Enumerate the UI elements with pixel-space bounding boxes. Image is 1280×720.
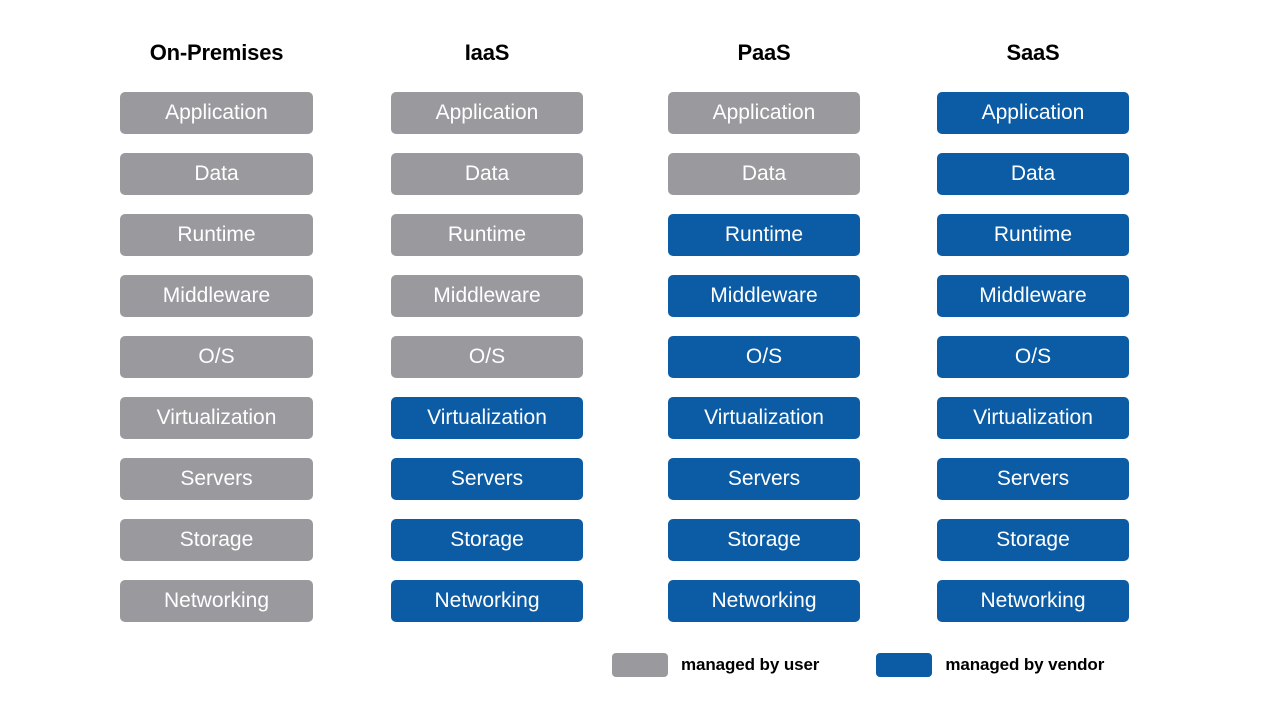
layer-box-virtualization[interactable]: Virtualization	[120, 397, 313, 439]
column-header: PaaS	[737, 40, 791, 65]
legend-item-vendor: managed by vendor	[876, 653, 1104, 677]
layer-box-data[interactable]: Data	[668, 153, 860, 195]
layer-box-virtualization[interactable]: Virtualization	[668, 397, 860, 439]
layer-box-o-s[interactable]: O/S	[391, 336, 583, 378]
column-header: IaaS	[464, 40, 510, 65]
layer-box-runtime[interactable]: Runtime	[668, 214, 860, 256]
layer-box-runtime[interactable]: Runtime	[120, 214, 313, 256]
layer-box-runtime[interactable]: Runtime	[391, 214, 583, 256]
layer-box-data[interactable]: Data	[120, 153, 313, 195]
layer-box-application[interactable]: Application	[120, 92, 313, 134]
layer-box-storage[interactable]: Storage	[120, 519, 313, 561]
legend-label: managed by user	[681, 655, 820, 674]
layer-box-virtualization[interactable]: Virtualization	[391, 397, 583, 439]
layer-box-o-s[interactable]: O/S	[668, 336, 860, 378]
layer-box-networking[interactable]: Networking	[668, 580, 860, 622]
layer-box-servers[interactable]: Servers	[937, 458, 1129, 500]
layer-box-networking[interactable]: Networking	[391, 580, 583, 622]
column-header: SaaS	[1006, 40, 1060, 65]
layer-box-data[interactable]: Data	[391, 153, 583, 195]
layer-box-application[interactable]: Application	[668, 92, 860, 134]
layer-box-runtime[interactable]: Runtime	[937, 214, 1129, 256]
layer-box-servers[interactable]: Servers	[391, 458, 583, 500]
layer-box-middleware[interactable]: Middleware	[668, 275, 860, 317]
layer-box-middleware[interactable]: Middleware	[391, 275, 583, 317]
layer-box-networking[interactable]: Networking	[937, 580, 1129, 622]
layer-box-o-s[interactable]: O/S	[120, 336, 313, 378]
legend-item-user: managed by user	[612, 653, 819, 677]
legend-swatch-user	[612, 653, 668, 677]
layer-box-o-s[interactable]: O/S	[937, 336, 1129, 378]
layer-box-application[interactable]: Application	[937, 92, 1129, 134]
legend: managed by user managed by vendor	[612, 651, 1104, 679]
layer-box-networking[interactable]: Networking	[120, 580, 313, 622]
legend-swatch-vendor	[876, 653, 933, 677]
layer-box-servers[interactable]: Servers	[668, 458, 860, 500]
layer-box-data[interactable]: Data	[937, 153, 1129, 195]
layer-box-storage[interactable]: Storage	[937, 519, 1129, 561]
layer-box-middleware[interactable]: Middleware	[937, 275, 1129, 317]
layer-box-servers[interactable]: Servers	[120, 458, 313, 500]
layer-box-virtualization[interactable]: Virtualization	[937, 397, 1129, 439]
column-header: On-Premises	[149, 40, 284, 65]
layer-box-application[interactable]: Application	[391, 92, 583, 134]
legend-label: managed by vendor	[945, 655, 1105, 674]
layer-box-storage[interactable]: Storage	[391, 519, 583, 561]
layer-box-storage[interactable]: Storage	[668, 519, 860, 561]
layer-box-middleware[interactable]: Middleware	[120, 275, 313, 317]
